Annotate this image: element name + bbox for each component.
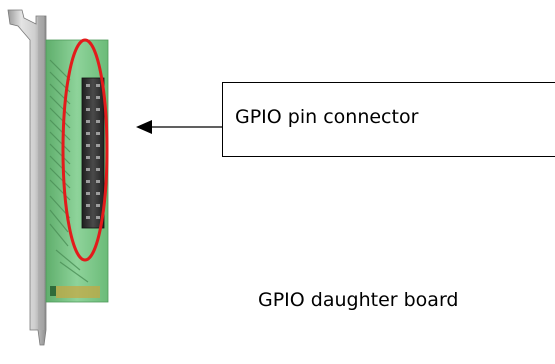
callout-arrow: [136, 120, 222, 134]
callout-label: GPIO pin connector: [235, 106, 419, 128]
highlight-ellipse: [61, 38, 109, 262]
pcb-traces: [49, 59, 89, 283]
metal-bracket: [7, 9, 47, 346]
gpio-pin-header: [81, 77, 105, 229]
callout-box: GPIO pin connector: [222, 82, 555, 157]
board-caption: GPIO daughter board: [258, 289, 459, 311]
